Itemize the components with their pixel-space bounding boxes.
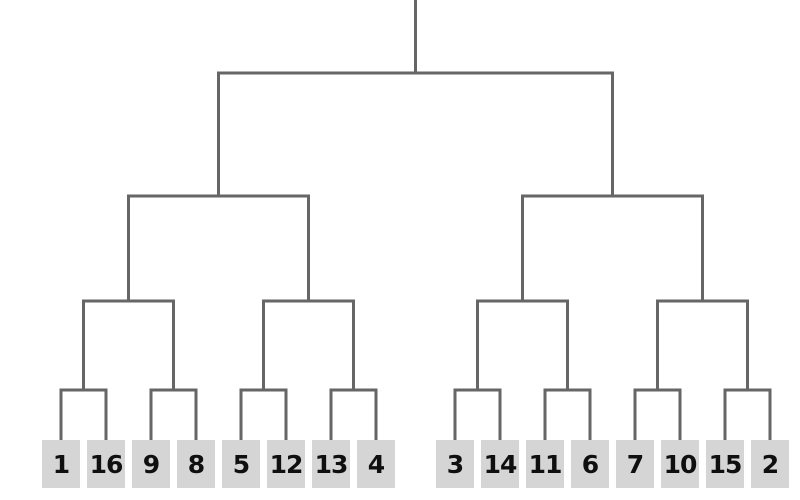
match-connector bbox=[239, 388, 288, 443]
seed-box-10: 14 bbox=[481, 440, 519, 488]
seed-box-4: 8 bbox=[177, 440, 215, 488]
seed-box-2: 16 bbox=[87, 440, 125, 488]
seed-number: 7 bbox=[626, 449, 644, 479]
match-connector bbox=[262, 299, 355, 390]
seed-number: 16 bbox=[89, 449, 124, 479]
seed-box-13: 7 bbox=[616, 440, 654, 488]
match-connector bbox=[59, 388, 108, 443]
match-connector bbox=[149, 388, 198, 443]
seed-box-6: 12 bbox=[267, 440, 305, 488]
seed-number: 13 bbox=[314, 449, 349, 479]
seed-number: 12 bbox=[269, 449, 304, 479]
seed-box-7: 13 bbox=[312, 440, 350, 488]
seed-number: 1 bbox=[52, 449, 70, 479]
seed-number: 10 bbox=[663, 449, 698, 479]
seed-number: 14 bbox=[483, 449, 518, 479]
seed-number: 6 bbox=[581, 449, 599, 479]
match-connector bbox=[543, 388, 592, 443]
match-connector bbox=[633, 388, 682, 443]
match-connector bbox=[82, 299, 175, 390]
seed-box-15: 15 bbox=[706, 440, 744, 488]
match-connector bbox=[127, 194, 310, 301]
seed-box-11: 11 bbox=[526, 440, 564, 488]
seed-box-5: 5 bbox=[222, 440, 260, 488]
seed-number: 15 bbox=[708, 449, 743, 479]
seed-number: 8 bbox=[187, 449, 205, 479]
match-connector bbox=[217, 71, 614, 196]
seed-box-3: 9 bbox=[132, 440, 170, 488]
seed-number: 11 bbox=[528, 449, 563, 479]
seed-number: 9 bbox=[142, 449, 160, 479]
seed-box-9: 3 bbox=[436, 440, 474, 488]
match-connector bbox=[521, 194, 704, 301]
seed-number: 4 bbox=[367, 449, 385, 479]
seed-box-1: 1 bbox=[42, 440, 80, 488]
seed-box-8: 4 bbox=[357, 440, 395, 488]
seed-number: 2 bbox=[761, 449, 779, 479]
seed-box-12: 6 bbox=[571, 440, 609, 488]
match-connector bbox=[329, 388, 378, 443]
match-connector bbox=[453, 388, 502, 443]
seed-box-16: 2 bbox=[751, 440, 789, 488]
seed-number: 5 bbox=[232, 449, 250, 479]
match-connector bbox=[723, 388, 772, 443]
match-connector bbox=[656, 299, 749, 390]
seed-number: 3 bbox=[446, 449, 464, 479]
match-connector bbox=[476, 299, 569, 390]
seed-box-14: 10 bbox=[661, 440, 699, 488]
